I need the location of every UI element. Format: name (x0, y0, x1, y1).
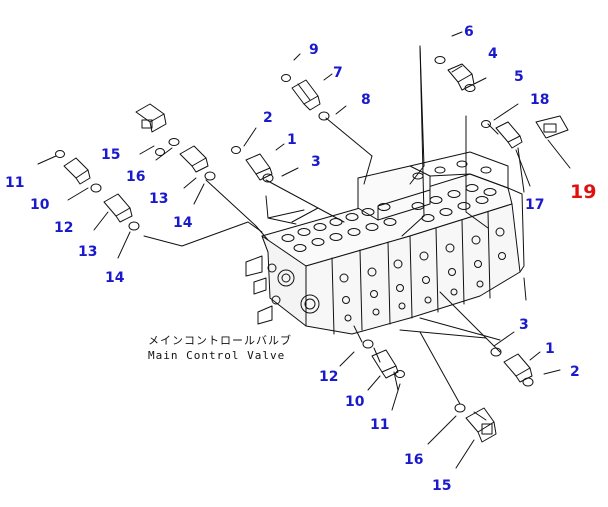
callout-17: 17 (525, 197, 545, 213)
fitting-part-19 (535, 115, 569, 139)
fitting-part-13-upper (179, 145, 209, 173)
fitting-part-17 (495, 121, 523, 149)
callout-15: 15 (432, 478, 452, 494)
fitting-part-10-upper (63, 157, 91, 185)
fitting-part-10-lower (371, 349, 399, 379)
callout-12: 12 (319, 369, 339, 385)
fitting-part-15-lower (465, 407, 497, 443)
valve-caption-en: Main Control Valve (148, 349, 286, 362)
leader-lines (37, 31, 571, 469)
callout-18: 18 (530, 92, 550, 108)
callout-2: 2 (263, 110, 273, 126)
callout-10: 10 (345, 394, 365, 410)
fitting-part-4 (447, 63, 475, 91)
callout-10: 10 (30, 197, 50, 213)
callout-4: 4 (488, 46, 498, 62)
callout-12: 12 (54, 220, 74, 236)
callout-11: 11 (5, 175, 25, 191)
fitting-part-7 (291, 79, 321, 111)
fitting-part-15-upper (135, 103, 167, 133)
callout-1: 1 (545, 341, 555, 357)
fitting-part-1-lower (503, 353, 533, 383)
callout-16: 16 (126, 169, 146, 185)
callout-15: 15 (101, 147, 121, 163)
callout-16: 16 (404, 452, 424, 468)
callout-1: 1 (287, 132, 297, 148)
main-control-valve-body (245, 151, 525, 335)
callout-2: 2 (570, 364, 580, 380)
callout-5: 5 (514, 69, 524, 85)
callout-14: 14 (105, 270, 125, 286)
callout-11: 11 (370, 417, 390, 433)
callout-14: 14 (173, 215, 193, 231)
o-rings (55, 56, 534, 413)
callout-13: 13 (149, 191, 169, 207)
callout-7: 7 (333, 65, 343, 81)
callout-6: 6 (464, 24, 474, 40)
callout-13: 13 (78, 244, 98, 260)
fitting-part-1-upper (245, 153, 273, 181)
callout-8: 8 (361, 92, 371, 108)
callout-9: 9 (309, 42, 319, 58)
callout-3: 3 (519, 317, 529, 333)
fitting-part-13-lower (103, 193, 133, 223)
callout-3: 3 (311, 154, 321, 170)
callout-19: 19 (570, 181, 597, 203)
valve-caption-jp: メインコントロールバルブ (148, 334, 292, 347)
